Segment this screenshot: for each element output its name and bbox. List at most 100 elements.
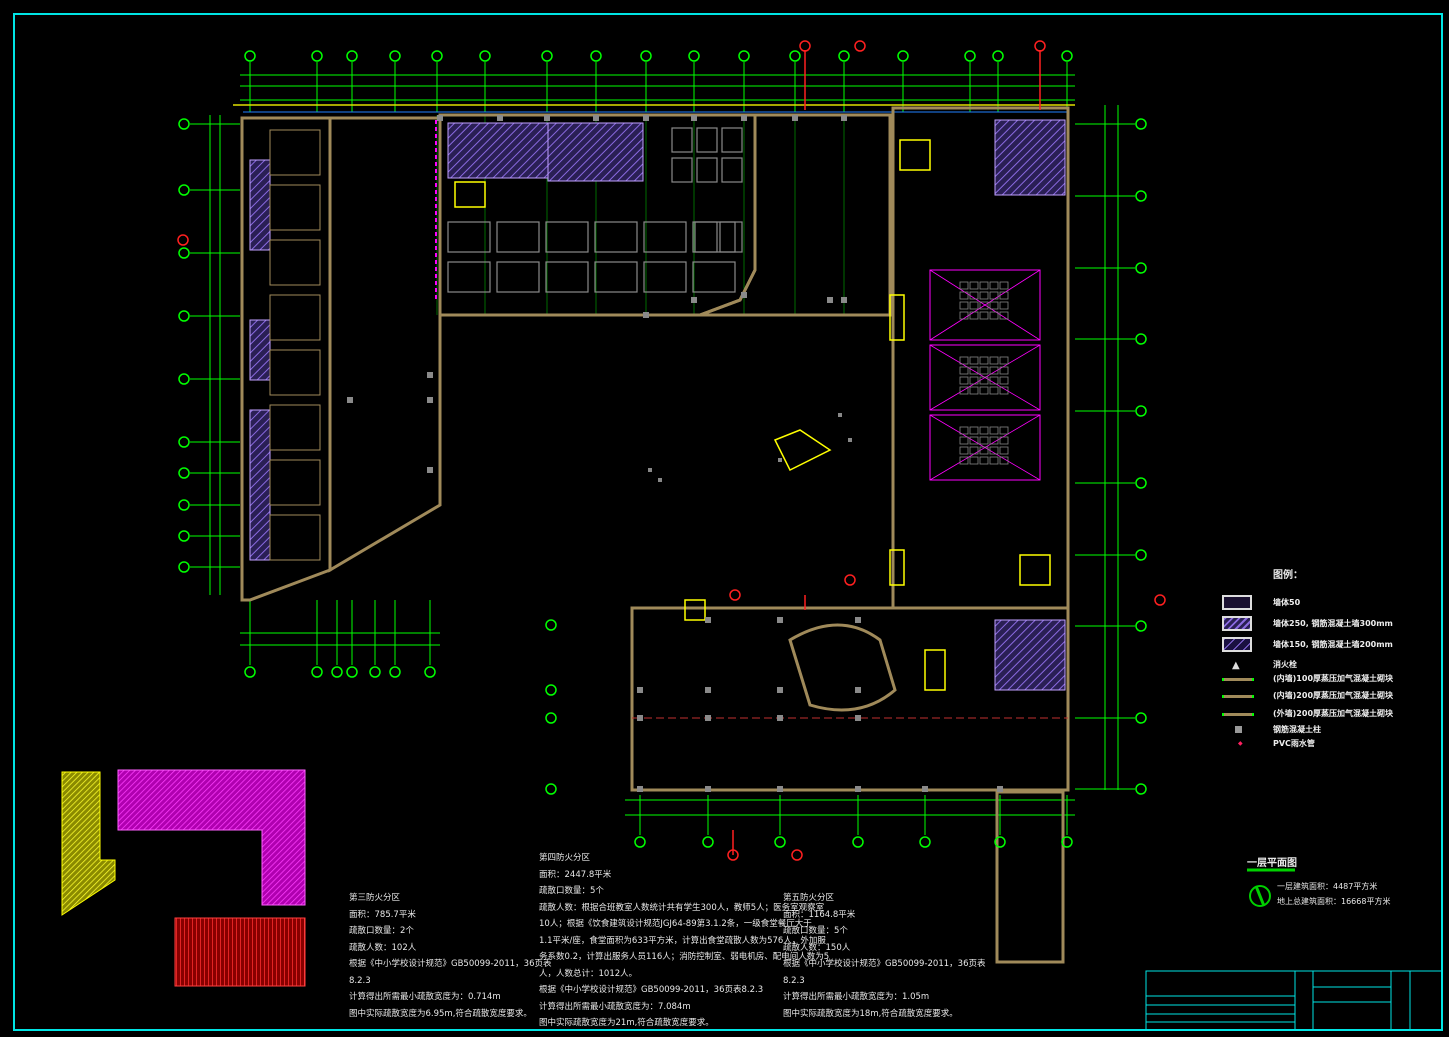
stair: [1019, 554, 1051, 586]
seat: [959, 376, 969, 385]
seat: [979, 291, 989, 300]
drawing-border: [13, 13, 1443, 1031]
seat: [989, 376, 999, 385]
grid-bubble: [1135, 549, 1147, 561]
seat: [999, 376, 1009, 385]
grid-bubble: [178, 118, 190, 130]
grid-bubble: [688, 50, 700, 62]
grid-lines: [190, 62, 1135, 835]
seat: [959, 446, 969, 455]
column: [705, 687, 711, 693]
column: [427, 467, 433, 473]
seat: [979, 456, 989, 465]
column: [544, 115, 550, 121]
north-arrow-icon: [1249, 885, 1271, 907]
grid-bubble: [346, 666, 358, 678]
grid-bubble: [852, 836, 864, 848]
column: [855, 715, 861, 721]
seat: [979, 376, 989, 385]
hatched-room: [994, 119, 1066, 196]
column: [777, 786, 783, 792]
seat: [989, 386, 999, 395]
grid-bubble: [178, 561, 190, 573]
stair: [684, 599, 706, 621]
seat: [969, 386, 979, 395]
column: [593, 115, 599, 121]
grid-bubble: [178, 436, 190, 448]
seat: [999, 366, 1009, 375]
seat: [969, 366, 979, 375]
column: [705, 617, 711, 623]
seat: [989, 456, 999, 465]
dimension-lines: [209, 74, 1119, 816]
dining-table-group: [496, 221, 540, 253]
grid-bubble: [992, 50, 1004, 62]
column: [691, 297, 697, 303]
seat: [989, 281, 999, 290]
grid-bubble: [1061, 50, 1073, 62]
seat: [979, 386, 989, 395]
grid-bubble: [1135, 712, 1147, 724]
seat: [999, 301, 1009, 310]
seat: [989, 356, 999, 365]
seat: [959, 291, 969, 300]
section-marker: [791, 849, 803, 861]
dining-table-group: [671, 127, 693, 153]
seat: [969, 281, 979, 290]
seat: [999, 456, 1009, 465]
bottom-wing-outline: [630, 606, 1070, 792]
seat: [959, 281, 969, 290]
grid-bubble: [244, 666, 256, 678]
section-marker: [799, 40, 811, 52]
courtyard-marker: [648, 468, 652, 472]
zone-note-line: 疏散人数：150人: [783, 942, 851, 953]
zone-note-line: 8.2.3: [349, 975, 371, 986]
hatched-room: [249, 409, 271, 561]
column: [643, 312, 649, 318]
legend-label: PVC雨水管: [1273, 739, 1315, 748]
column: [741, 292, 747, 298]
left-wing-outline: [240, 116, 332, 602]
seat: [999, 281, 1009, 290]
fire-zone-5-notes: 第五防火分区面积：1164.8平米疏散口数量：5个疏散人数：150人根据《中小学…: [783, 890, 985, 1022]
left-corridor-outline: [328, 116, 442, 573]
seat: [959, 456, 969, 465]
classroom: [269, 459, 321, 506]
lecture-hall: [929, 414, 1041, 481]
grid-bubble: [178, 530, 190, 542]
grid-bubble: [369, 666, 381, 678]
lecture-hall-cross: [929, 414, 1041, 481]
grid-bubble: [838, 50, 850, 62]
zone-note-line: 根据《中小学校设计规范》GB50099-2011，36页表: [783, 959, 986, 969]
hatched-room: [249, 159, 271, 251]
seat: [969, 426, 979, 435]
column: [841, 297, 847, 303]
grid-bubble: [640, 50, 652, 62]
column: [741, 115, 747, 121]
dotted-hatch-swatch: [1222, 594, 1252, 610]
seat: [999, 446, 1009, 455]
grid-bubble: [545, 712, 557, 724]
seat: [979, 426, 989, 435]
grid-bubble: [389, 50, 401, 62]
dining-table-group: [696, 127, 718, 153]
legend-label: 消火栓: [1273, 660, 1297, 669]
zone-note-line: 务系数0.2，计算出服务人员116人；消防控制室、弱电机房、配电间人数为5: [539, 952, 830, 962]
column: [497, 115, 503, 121]
seat: [959, 426, 969, 435]
courtyard-marker: [778, 458, 782, 462]
zone-note-line: 疏散人数：102人: [349, 942, 417, 953]
seat: [979, 366, 989, 375]
grid-bubble: [431, 50, 443, 62]
lecture-hall-cross: [929, 344, 1041, 411]
dining-table-group: [447, 261, 491, 293]
grid-bubble: [1135, 477, 1147, 489]
stair: [454, 181, 486, 208]
classroom: [269, 239, 321, 286]
grid-bubble: [1135, 190, 1147, 202]
column: [691, 115, 697, 121]
seat: [989, 291, 999, 300]
dining-table-group: [671, 157, 693, 183]
zone-note-line: 8.2.3: [783, 975, 805, 986]
zone-note-line: 面积：1164.8平米: [783, 909, 856, 920]
